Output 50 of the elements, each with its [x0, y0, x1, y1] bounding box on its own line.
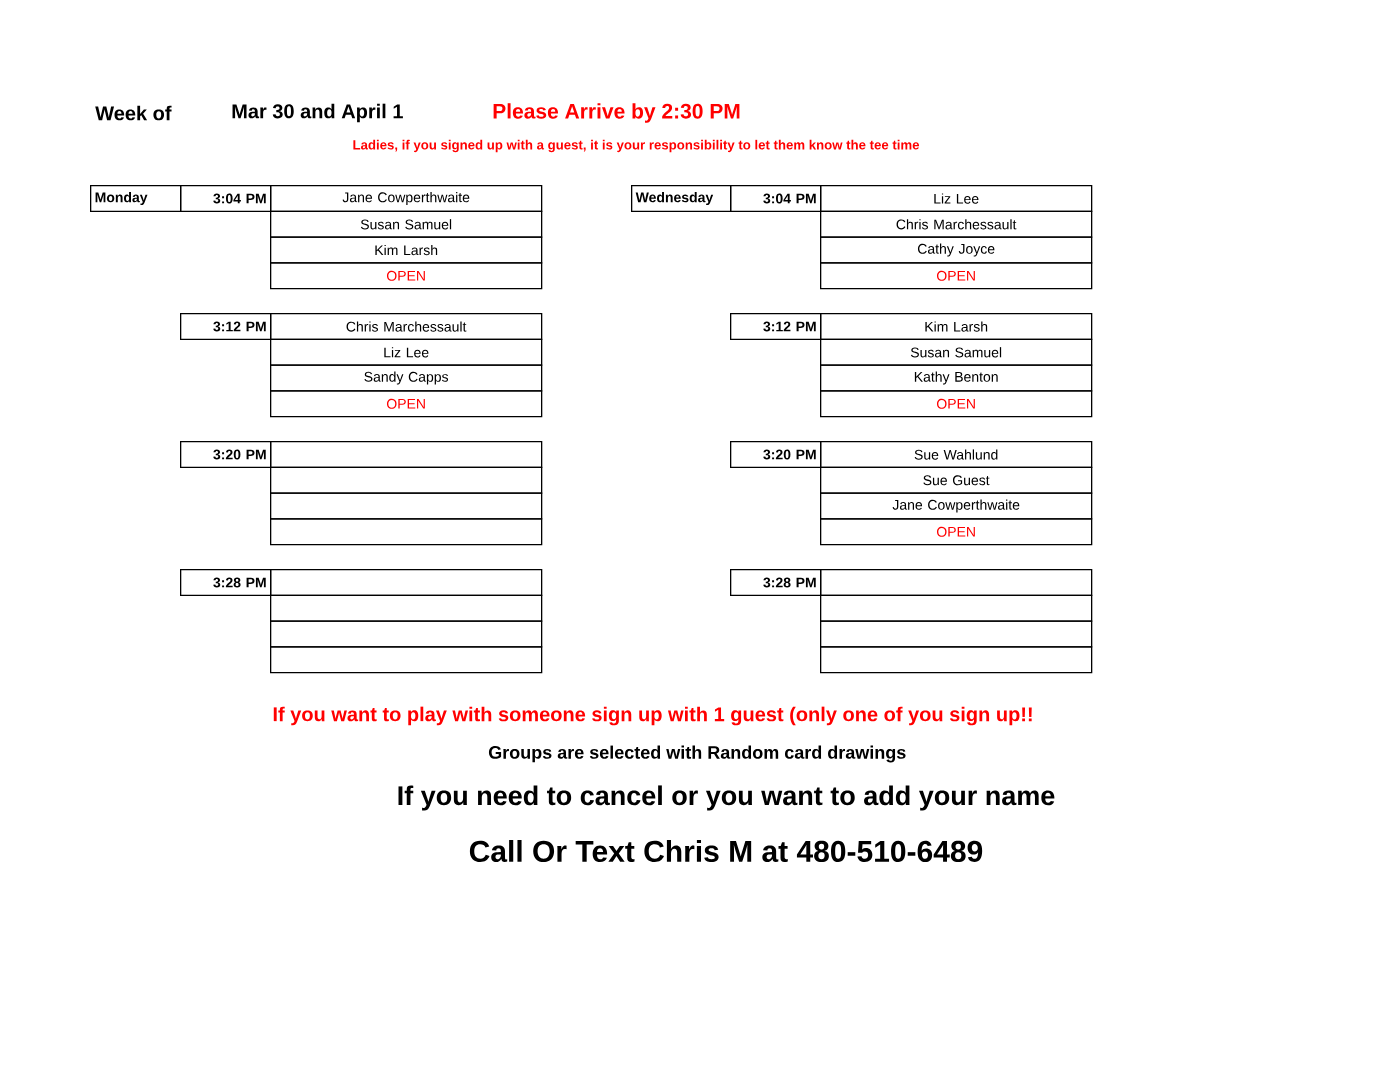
time-cell: 3:28 PM: [730, 569, 822, 597]
time-cell: 3:28 PM: [180, 569, 272, 597]
name-cell: OPEN: [270, 390, 543, 418]
name-cell: OPEN: [270, 262, 543, 290]
name-cell: OPEN: [820, 390, 1093, 418]
note-text: If you want to play with someone sign up with 1 guest (only one of you sign up!!: [273, 706, 1032, 726]
time-cell: 3:04 PM: [180, 185, 272, 213]
heading-text: Mar 30 and April 1: [232, 103, 403, 123]
day-cell: Monday: [90, 185, 182, 213]
heading-text: Week of: [95, 105, 172, 121]
empty-cell: [820, 594, 1093, 622]
name-cell: Susan Samuel: [270, 210, 543, 238]
name-cell: Cathy Joyce: [820, 236, 1093, 264]
name-cell: Liz Lee: [270, 338, 543, 366]
name-cell: Kim Larsh: [270, 236, 543, 264]
time-cell: 3:12 PM: [730, 313, 822, 341]
day-cell: Wednesday: [631, 185, 732, 213]
heading-text: Please Arrive by 2:30 PM: [493, 103, 740, 123]
name-cell: Jane Cowperthwaite: [820, 492, 1093, 520]
empty-cell: [820, 646, 1093, 674]
time-cell: 3:12 PM: [180, 313, 272, 341]
name-cell: Susan Samuel: [820, 338, 1093, 366]
time-cell: 3:04 PM: [730, 185, 822, 213]
note-text: Groups are selected with Random card drawings: [488, 745, 906, 763]
note-text: If you need to cancel or you want to add your name: [398, 785, 1055, 811]
empty-cell: [270, 594, 543, 622]
empty-cell: [270, 569, 543, 597]
name-cell: Kim Larsh: [820, 313, 1093, 341]
empty-cell: [270, 492, 543, 520]
name-cell: Chris Marchessault: [820, 210, 1093, 238]
name-cell: Liz Lee: [820, 185, 1093, 213]
empty-cell: [270, 620, 543, 648]
empty-cell: [270, 646, 543, 674]
note-text: Call Or Text Chris M at 480-510-6489: [469, 840, 983, 863]
name-cell: OPEN: [820, 262, 1093, 290]
name-cell: Jane Cowperthwaite: [270, 185, 543, 213]
name-cell: Chris Marchessault: [270, 313, 543, 341]
empty-cell: [270, 441, 543, 469]
name-cell: OPEN: [820, 518, 1093, 546]
time-cell: 3:20 PM: [180, 441, 272, 469]
note-text: Ladies, if you signed up with a guest, it is your responsibility to let them know the tee time: [353, 139, 920, 153]
empty-cell: [820, 620, 1093, 648]
empty-cell: [820, 569, 1093, 597]
name-cell: Sue Guest: [820, 466, 1093, 494]
name-cell: Kathy Benton: [820, 364, 1093, 392]
name-cell: Sandy Capps: [270, 364, 543, 392]
empty-cell: [270, 466, 543, 494]
time-cell: 3:20 PM: [730, 441, 822, 469]
empty-cell: [270, 518, 543, 546]
name-cell: Sue Wahlund: [820, 441, 1093, 469]
